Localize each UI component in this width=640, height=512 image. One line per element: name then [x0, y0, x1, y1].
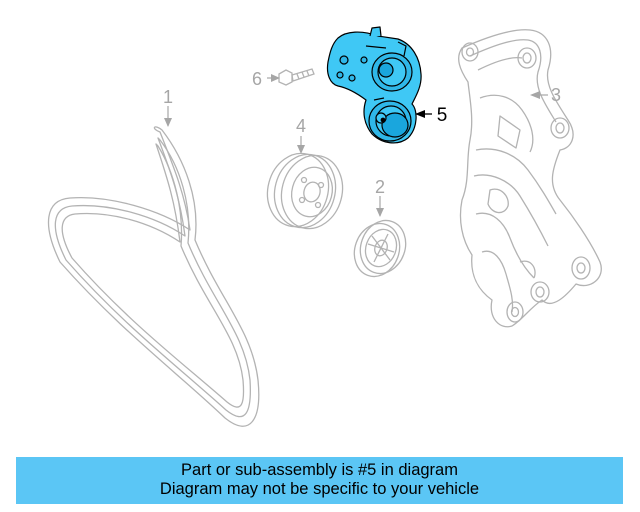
callout-4: 4: [296, 116, 306, 136]
callout-2: 2: [375, 177, 385, 197]
bolt-part-6[interactable]: [278, 68, 315, 86]
drive-belt-part-1[interactable]: [47, 126, 260, 427]
banner-line-1: Part or sub-assembly is #5 in diagram: [181, 461, 458, 479]
callout-5: 5: [437, 105, 448, 126]
parts-diagram: 1 2 3 4 5 6: [47, 26, 602, 427]
idler-pulley-part-2[interactable]: [347, 214, 413, 283]
callout-6: 6: [252, 69, 262, 89]
banner-line-2: Diagram may not be specific to your vehi…: [159, 480, 480, 498]
callout-3: 3: [551, 85, 561, 105]
callout-leaders: [164, 74, 548, 217]
info-banner: Part or sub-assembly is #5 in diagram Di…: [16, 457, 623, 504]
mounting-bracket-part-3[interactable]: [458, 29, 602, 328]
callout-1: 1: [163, 87, 173, 107]
belt-pulley-part-4[interactable]: [259, 146, 350, 235]
belt-tensioner-part-5[interactable]: [326, 26, 422, 144]
